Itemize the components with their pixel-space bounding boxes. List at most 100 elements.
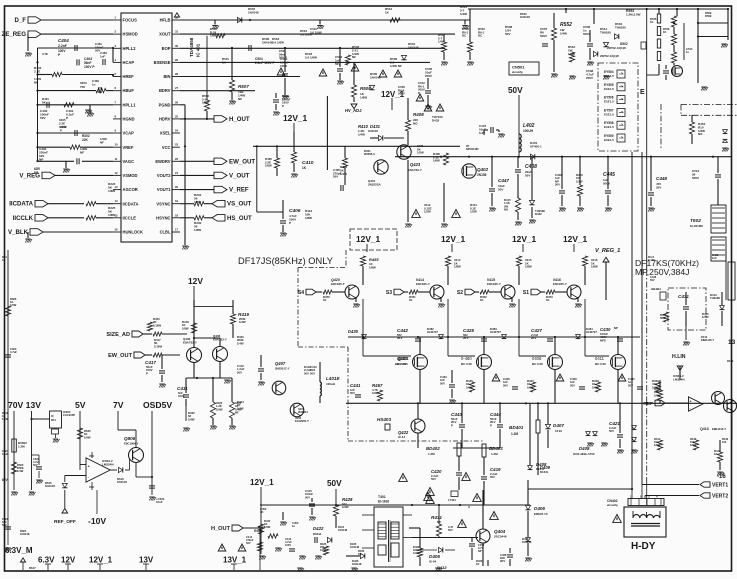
svg-text:R-26: R-26 bbox=[210, 30, 217, 34]
svg-text:2N358-A: 2N358-A bbox=[364, 152, 375, 156]
svg-text:1K: 1K bbox=[237, 403, 241, 407]
svg-text:NO: NO bbox=[413, 121, 418, 125]
svg-text:0416: 0416 bbox=[553, 278, 561, 282]
svg-text:3: 3 bbox=[115, 44, 117, 48]
svg-text:20P02-12(1)D: 20P02-12(1)D bbox=[607, 46, 627, 50]
svg-text:50V: 50V bbox=[650, 278, 655, 282]
svg-text:D501: D501 bbox=[408, 42, 416, 46]
svg-text:Q423: Q423 bbox=[410, 162, 421, 167]
svg-text:2.2nF: 2.2nF bbox=[531, 333, 539, 337]
svg-text:D430: D430 bbox=[348, 329, 359, 334]
svg-text:1/6W: 1/6W bbox=[690, 443, 697, 447]
svg-text:D504: D504 bbox=[615, 22, 623, 26]
svg-text:1: 1 bbox=[630, 495, 632, 499]
svg-text:C510: C510 bbox=[310, 27, 317, 31]
svg-text:Q406: Q406 bbox=[183, 337, 191, 341]
svg-text:100V: 100V bbox=[60, 125, 67, 129]
svg-text:13V_1: 13V_1 bbox=[223, 556, 247, 565]
svg-text:470: 470 bbox=[656, 182, 661, 186]
svg-text:C622: C622 bbox=[33, 457, 40, 461]
svg-text:562: 562 bbox=[463, 333, 468, 337]
svg-text:220: 220 bbox=[413, 118, 418, 122]
svg-text:D514: D514 bbox=[600, 27, 608, 31]
svg-text:R511: R511 bbox=[438, 33, 445, 37]
svg-text:0406: 0406 bbox=[532, 356, 542, 361]
svg-text:R10: R10 bbox=[698, 125, 704, 129]
svg-text:VOUT2: VOUT2 bbox=[157, 173, 171, 178]
svg-text:50V: 50V bbox=[508, 86, 523, 95]
svg-text:250V: 250V bbox=[425, 74, 432, 78]
svg-text:C410: C410 bbox=[302, 160, 314, 166]
svg-text:1K: 1K bbox=[409, 298, 413, 302]
svg-text:D484: D484 bbox=[586, 327, 593, 331]
svg-text:50V: 50V bbox=[95, 49, 100, 53]
svg-text:15E: 15E bbox=[576, 176, 581, 180]
svg-text:IC604: IC604 bbox=[63, 410, 71, 414]
svg-text:C624: C624 bbox=[10, 347, 17, 351]
svg-text:IX-14: IX-14 bbox=[398, 435, 406, 439]
svg-text:1/8W: 1/8W bbox=[108, 189, 115, 193]
svg-text:4.7uF: 4.7uF bbox=[586, 72, 594, 76]
svg-text:50V: 50V bbox=[335, 62, 340, 66]
svg-text:1/4W: 1/4W bbox=[100, 137, 107, 141]
svg-text:R302: R302 bbox=[82, 134, 90, 138]
svg-text:E1E1.5: E1E1.5 bbox=[604, 125, 614, 129]
svg-text:1K: 1K bbox=[650, 20, 653, 24]
svg-text:1.5K: 1.5K bbox=[504, 201, 510, 205]
svg-text:1E1: 1E1 bbox=[654, 440, 659, 444]
svg-text:12V_1: 12V_1 bbox=[89, 556, 113, 565]
svg-text:22: 22 bbox=[175, 157, 179, 161]
svg-text:220nF: 220nF bbox=[39, 151, 48, 155]
svg-text:C415: C415 bbox=[285, 537, 292, 541]
svg-text:D408: D408 bbox=[536, 462, 547, 467]
svg-text:1K: 1K bbox=[591, 261, 596, 265]
svg-text:10uF: 10uF bbox=[479, 127, 486, 131]
svg-text:12V_1: 12V_1 bbox=[250, 478, 274, 487]
svg-text:R429: R429 bbox=[652, 379, 659, 383]
svg-text:D4-5: D4-5 bbox=[648, 255, 655, 259]
svg-text:R448: R448 bbox=[654, 387, 661, 391]
svg-text:C444: C444 bbox=[490, 412, 501, 417]
svg-text:EY504: EY504 bbox=[604, 70, 614, 74]
svg-text:1/6W: 1/6W bbox=[265, 164, 272, 168]
svg-text:7V: 7V bbox=[113, 400, 124, 410]
svg-text:9: 9 bbox=[115, 129, 117, 133]
svg-text:2: 2 bbox=[115, 30, 117, 34]
svg-text:B0602: B0602 bbox=[18, 441, 27, 445]
svg-text:1/2W: 1/2W bbox=[698, 129, 705, 133]
svg-text:C420: C420 bbox=[431, 469, 442, 474]
svg-text:R6: R6 bbox=[540, 30, 544, 34]
svg-text:R430: R430 bbox=[358, 549, 365, 553]
svg-text:HCAP: HCAP bbox=[123, 60, 135, 65]
svg-text:S1: S1 bbox=[523, 290, 529, 296]
svg-text:NP: NP bbox=[34, 171, 39, 175]
svg-text:1W: 1W bbox=[568, 48, 573, 52]
svg-text:C445: C445 bbox=[603, 172, 615, 178]
svg-text:R457: R457 bbox=[372, 383, 383, 388]
svg-text:R505: R505 bbox=[360, 86, 371, 91]
svg-text:R437: R437 bbox=[527, 379, 534, 383]
svg-text:250V: 250V bbox=[586, 76, 593, 80]
svg-text:1/4W: 1/4W bbox=[239, 320, 246, 324]
svg-text:0405: 0405 bbox=[59, 118, 66, 122]
svg-text:1/4W: 1/4W bbox=[352, 52, 359, 56]
svg-text:2-21: 2-21 bbox=[352, 48, 358, 52]
svg-text:620: 620 bbox=[39, 154, 44, 158]
svg-text:400V: 400V bbox=[600, 335, 607, 339]
svg-text:1/8W: 1/8W bbox=[454, 265, 461, 269]
svg-text:C430: C430 bbox=[600, 327, 611, 332]
svg-text:56: 56 bbox=[194, 197, 198, 201]
svg-text:1/2W: 1/2W bbox=[424, 210, 431, 214]
svg-text:HS_OUT: HS_OUT bbox=[227, 215, 252, 222]
svg-text:56nF: 56nF bbox=[490, 417, 497, 421]
svg-text:EWDRV: EWDRV bbox=[155, 159, 170, 164]
svg-text:56nF: 56nF bbox=[84, 61, 91, 65]
svg-text:DF17JS(85KHz) ONLY: DF17JS(85KHz) ONLY bbox=[238, 256, 333, 266]
svg-text:2.2E: 2.2E bbox=[59, 121, 65, 125]
svg-text:0415: 0415 bbox=[525, 258, 532, 262]
svg-text:2K: 2K bbox=[417, 147, 422, 151]
svg-text:D421: D421 bbox=[338, 525, 345, 529]
svg-text:2-2E: 2-2E bbox=[433, 155, 439, 159]
svg-text:1/16W: 1/16W bbox=[154, 344, 162, 348]
svg-text:AGCOR: AGCOR bbox=[123, 187, 138, 192]
